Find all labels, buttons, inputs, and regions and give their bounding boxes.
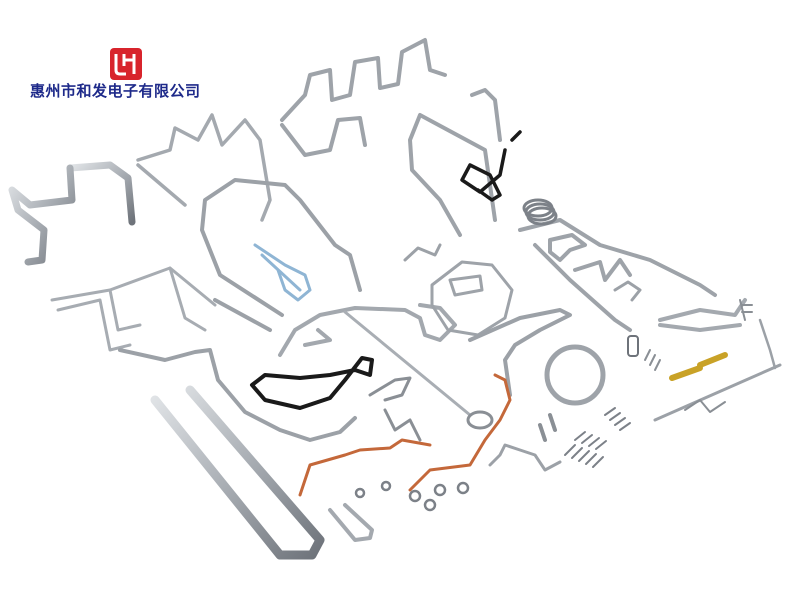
eyelet-rings: [354, 480, 470, 512]
torsion-coil: [522, 198, 558, 226]
step-bent-wire: [488, 443, 562, 472]
large-u-bar: [150, 385, 325, 560]
diagonal-rod: [343, 310, 472, 417]
diagonal-rod-eye: [466, 410, 494, 430]
lower-bent-rod: [118, 348, 357, 442]
hex-loop-form: [430, 260, 514, 337]
small-bent-clip: [403, 243, 442, 262]
split-ring: [544, 344, 606, 406]
small-zigzag-form: [136, 113, 272, 222]
extension-springs: [564, 407, 631, 468]
large-hook-form: [468, 308, 572, 397]
zigzag-spring-arm: [684, 399, 726, 413]
small-u-clip: [328, 503, 374, 542]
left-hook-bracket: [8, 161, 136, 266]
brass-hinge-pins: [669, 352, 728, 381]
tall-arch-form: [408, 88, 502, 237]
right-spring-small: [739, 299, 753, 321]
small-hook-clips: [368, 376, 422, 442]
right-bent-bracket: [658, 298, 747, 332]
zigzag-wire-form: [280, 38, 447, 157]
long-rod-right: [653, 363, 782, 422]
hefa-logo-icon: [110, 48, 142, 80]
copper-bent-wire: [298, 373, 512, 497]
black-coated-hook: [460, 148, 507, 202]
small-pins: [538, 413, 557, 442]
black-large-hook: [250, 356, 374, 410]
mid-bent-hook: [613, 280, 642, 302]
company-name: 惠州市和发电子有限公司: [30, 82, 201, 100]
large-u-loop: [200, 178, 362, 332]
curved-bent-piece: [278, 303, 457, 357]
blue-r-pin: [253, 243, 312, 302]
wire-basket-form: [50, 266, 217, 352]
compression-spring-small: [627, 335, 661, 371]
